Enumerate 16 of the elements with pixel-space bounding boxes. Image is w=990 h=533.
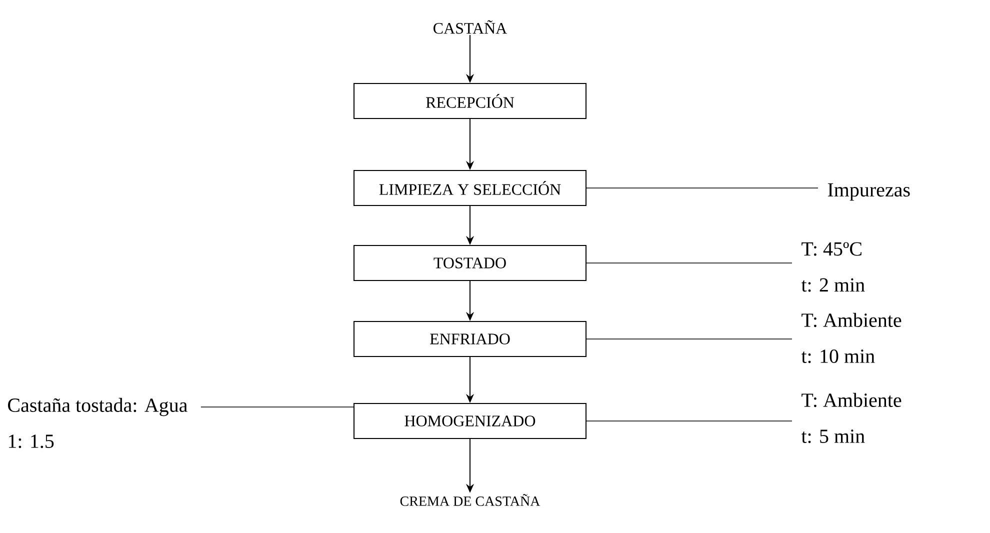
input-label: CASTAÑA xyxy=(434,20,508,34)
side-note: Castaña tostada: Agua 1: 1.5 xyxy=(8,398,188,448)
leader-line xyxy=(586,420,792,422)
side-note: T: 45ºC t: 2 min xyxy=(801,242,865,292)
process-box: ENFRIADO xyxy=(354,321,586,357)
process-box: TOSTADO xyxy=(354,245,586,281)
side-note: T: Ambiente t: 5 min xyxy=(801,392,902,444)
process-box: HOMOGENIZADO xyxy=(354,403,586,439)
leader-line xyxy=(200,406,354,408)
process-box: RECEPCIÓN xyxy=(354,83,586,119)
side-note: T: Ambiente t: 10 min xyxy=(801,312,902,364)
side-note: Impurezas xyxy=(828,183,910,201)
leader-line xyxy=(586,262,792,264)
leader-line xyxy=(586,338,792,340)
process-box: LIMPIEZA Y SELECCIÓN xyxy=(354,170,586,206)
output-label: CREMA DE CASTAÑA xyxy=(400,494,540,506)
